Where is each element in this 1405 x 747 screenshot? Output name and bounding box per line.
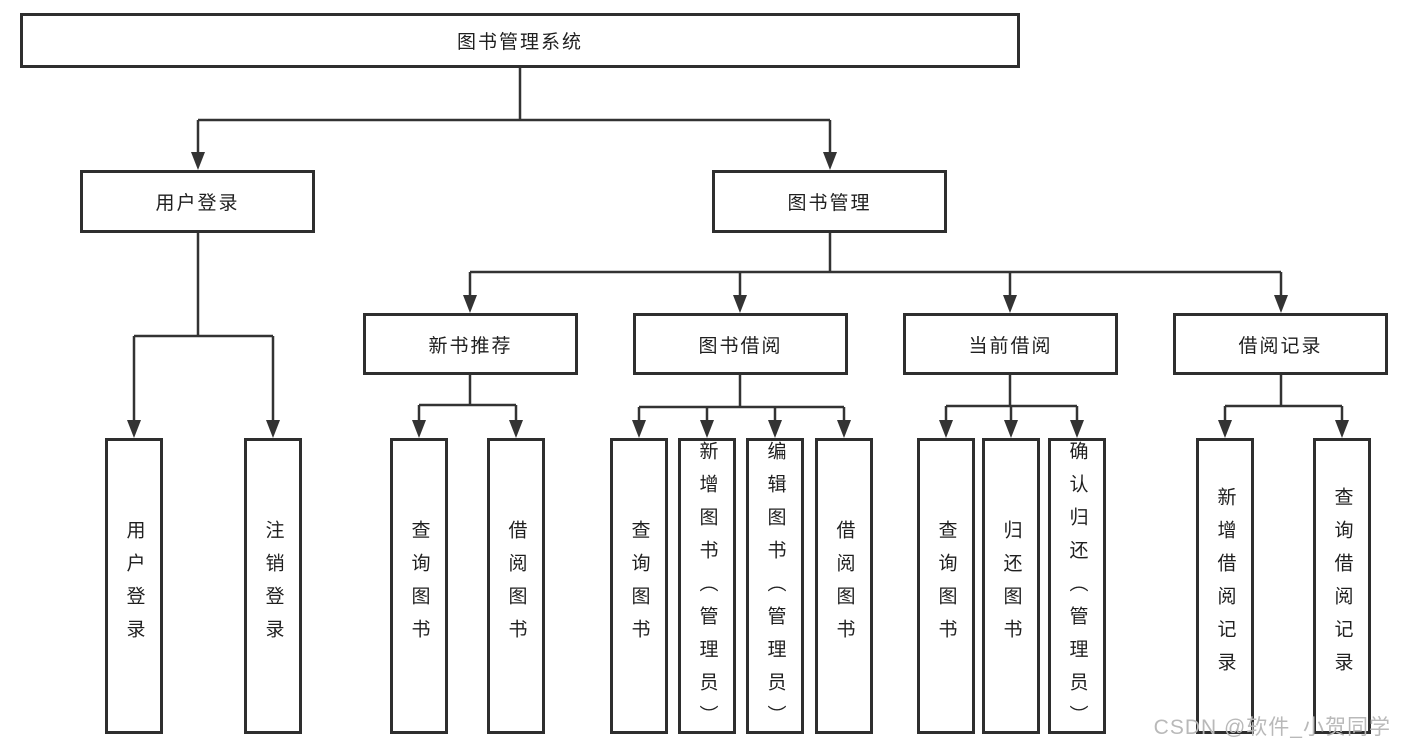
arrowhead-icon [768,420,782,438]
arrowhead-icon [463,295,477,313]
arrowhead-icon [412,420,426,438]
node-borrow-books-recommend: 借阅图书 [487,438,545,734]
node-query-books-borrowing: 查询图书 [610,438,668,734]
arrowhead-icon [1004,420,1018,438]
node-borrow-books-borrowing: 借阅图书 [815,438,873,734]
arrowhead-icon [509,420,523,438]
node-query-borrow-record: 查询借阅记录 [1313,438,1371,734]
node-user-login-action: 用户登录 [105,438,163,734]
arrowhead-icon [939,420,953,438]
arrowhead-icon [1274,295,1288,313]
node-add-borrow-record: 新增借阅记录 [1196,438,1254,734]
arrowhead-icon [1218,420,1232,438]
arrowhead-icon [266,420,280,438]
arrowheads [127,152,1349,438]
csdn-watermark: CSDN @软件_小贺同学 [1153,716,1391,739]
node-current-borrowing: 当前借阅 [903,313,1118,375]
node-return-books: 归还图书 [982,438,1040,734]
node-book-borrowing: 图书借阅 [633,313,848,375]
arrowhead-icon [191,152,205,170]
node-edit-book-admin: 编辑图书（管理员） [746,438,804,738]
node-new-book-recommendation: 新书推荐 [363,313,578,375]
node-add-book-admin: 新增图书（管理员） [678,438,736,738]
arrowhead-icon [1335,420,1349,438]
node-confirm-return-admin: 确认归还（管理员） [1048,438,1106,738]
arrowhead-icon [733,295,747,313]
node-library-management-system: 图书管理系统 [20,13,1020,68]
arrowhead-icon [127,420,141,438]
tree-connector-path [132,68,1344,422]
node-query-books-recommend: 查询图书 [390,438,448,734]
node-user-login: 用户登录 [80,170,315,233]
node-borrowing-records: 借阅记录 [1173,313,1388,375]
arrowhead-icon [700,420,714,438]
node-query-books-current: 查询图书 [917,438,975,734]
arrowhead-icon [1003,295,1017,313]
arrowhead-icon [632,420,646,438]
node-book-management: 图书管理 [712,170,947,233]
arrowhead-icon [823,152,837,170]
arrowhead-icon [1070,420,1084,438]
node-logout: 注销登录 [244,438,302,734]
arrowhead-icon [837,420,851,438]
